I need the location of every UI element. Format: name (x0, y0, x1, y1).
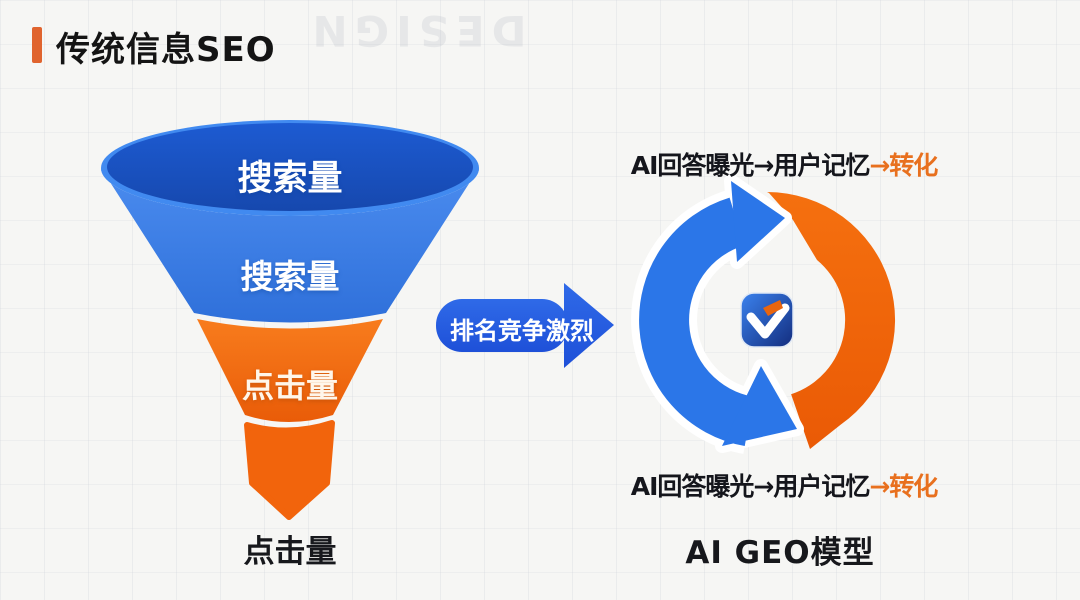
center-logo-check-icon (746, 303, 790, 339)
funnel-layer-search-volume-side (101, 168, 479, 323)
cycle-flow-bottom-main: AI回答曝光→用户记忆 (630, 472, 871, 501)
funnel-label-search-volume-2: 搜索量 (240, 257, 340, 296)
funnel-label-search-volume-1: 搜索量 (237, 159, 343, 199)
cycle-flow-bottom: AI回答曝光→用户记忆→转化 (612, 467, 956, 503)
ai-geo-cycle-graphic (631, 174, 896, 454)
cycle-blue-arc (639, 197, 755, 447)
background-watermark: DESIGN (305, 6, 527, 55)
funnel-spout-arrow (244, 420, 335, 520)
cycle-flow-top-conversion: →转化 (869, 151, 938, 180)
funnel-top-surface (107, 123, 473, 211)
transition-arrow-label: 排名竞争激烈 (450, 317, 594, 345)
cycle-orange-arc (767, 191, 896, 449)
funnel-caption-clicks: 点击量 (243, 534, 337, 570)
page-title: 传统信息SEO (56, 30, 276, 70)
funnel-label-clicks: 点击量 (241, 367, 338, 405)
cycle-top-arrowhead (731, 181, 785, 262)
cycle-flow-top: AI回答曝光→用户记忆→转化 (612, 146, 956, 182)
cycle-flow-bottom-conversion: →转化 (869, 472, 938, 501)
cycle-bottom-arrowhead (722, 366, 797, 446)
transition-arrow-head (564, 283, 614, 368)
cycle-flow-top-main: AI回答曝光→用户记忆 (630, 151, 871, 180)
title-accent-bar (32, 27, 42, 63)
seo-funnel-graphic (101, 120, 479, 520)
transition-arrow-graphic (436, 283, 614, 368)
center-logo-orange-slash (763, 300, 783, 316)
funnel-layer-clicks (197, 319, 383, 422)
transition-arrow-body (436, 299, 568, 352)
cycle-caption: AI GEO模型 (685, 535, 875, 571)
